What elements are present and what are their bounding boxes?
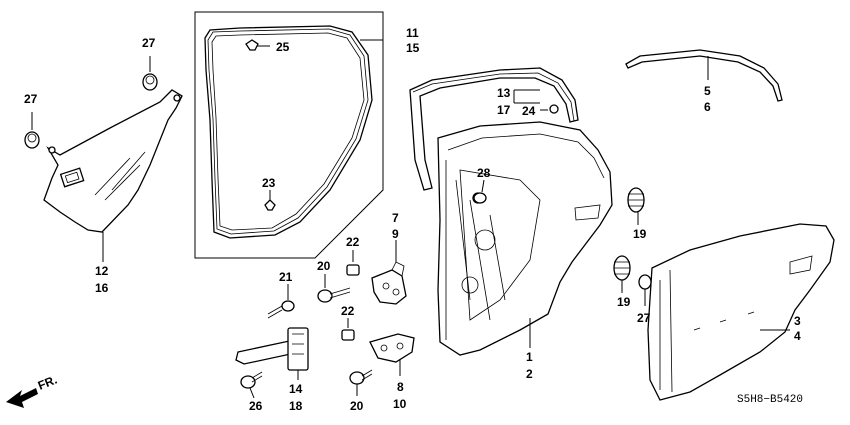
label-1: 1 <box>526 350 533 364</box>
label-19: 19 <box>633 227 647 241</box>
hinge-lower <box>369 333 415 376</box>
hole-seal-cover <box>43 89 183 233</box>
bolt-20-lower <box>349 369 373 396</box>
clip-27-left <box>24 112 40 149</box>
label-21: 21 <box>279 270 293 284</box>
label-19: 19 <box>617 295 631 309</box>
label-22: 22 <box>346 235 360 249</box>
rear-door-panel <box>437 121 613 356</box>
bolt-22-lower <box>341 318 355 341</box>
label-7: 7 <box>392 211 399 225</box>
bolt-28 <box>473 179 487 204</box>
door-checker <box>235 327 309 380</box>
label-28: 28 <box>477 166 491 180</box>
label-18: 18 <box>289 399 303 413</box>
label-15: 15 <box>406 41 420 55</box>
bolt-21 <box>267 284 295 319</box>
clip-27-right <box>638 274 652 306</box>
label-16: 16 <box>95 281 109 295</box>
label-17: 17 <box>497 103 511 117</box>
front-direction-arrow <box>6 388 38 408</box>
weatherstrip-box <box>194 11 384 259</box>
label-26: 26 <box>249 399 263 413</box>
outer-door-skin <box>647 223 835 401</box>
label-8: 8 <box>397 380 404 394</box>
label-25: 25 <box>276 40 290 54</box>
label-20: 20 <box>350 399 364 413</box>
label-3: 3 <box>794 314 801 328</box>
label-6: 6 <box>704 100 711 114</box>
label-27: 27 <box>637 311 651 325</box>
front-direction-label: FR. <box>36 373 59 393</box>
label-23: 23 <box>262 176 276 190</box>
label-20: 20 <box>317 259 331 273</box>
label-14: 14 <box>289 382 303 396</box>
label-24: 24 <box>522 104 536 118</box>
bolt-22-upper <box>346 250 360 276</box>
label-10: 10 <box>393 397 407 411</box>
label-27: 27 <box>142 36 156 50</box>
clip-27-upper <box>142 56 158 91</box>
label-27: 27 <box>24 92 38 106</box>
label-4: 4 <box>794 329 801 343</box>
label-9: 9 <box>392 227 399 241</box>
label-11: 11 <box>406 26 419 40</box>
hinge-upper <box>371 240 407 305</box>
label-13: 13 <box>497 86 511 100</box>
grommet-19-upper <box>627 187 645 225</box>
label-2: 2 <box>526 367 533 381</box>
grommet-19-lower <box>613 255 631 293</box>
sash-molding <box>409 67 579 191</box>
bolt-26 <box>240 371 263 399</box>
label-12: 12 <box>95 264 109 278</box>
bolt-20-upper <box>317 274 351 303</box>
label-22: 22 <box>341 304 355 318</box>
roof-molding <box>625 49 783 102</box>
label-5: 5 <box>704 84 711 98</box>
diagram-reference-code: S5H8−B5420 <box>737 394 803 406</box>
